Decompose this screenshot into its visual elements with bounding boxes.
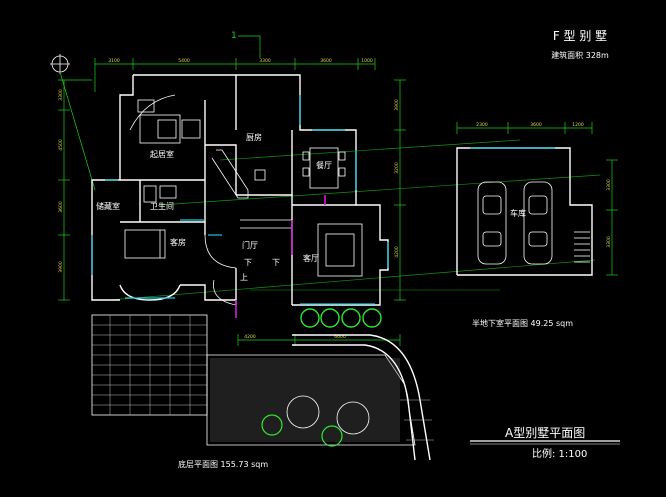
stair-label-up: 上 [240, 273, 248, 282]
room-label-garage: 车库 [510, 208, 526, 218]
ground-floor-walls [91, 74, 389, 306]
living-room-sofa [317, 223, 363, 277]
kitchen-counter [211, 149, 266, 199]
area-note: 建筑面积 328m [551, 50, 609, 60]
tree-icon-row [300, 308, 382, 328]
dim-top-3: 3300 [259, 58, 271, 64]
dimension-garage: 2300 3600 1200 3300 3300 [456, 122, 618, 276]
dim-bottom-2: 6600 [334, 334, 346, 340]
wall-accents [235, 195, 326, 318]
dim-top-2: 5400 [178, 58, 190, 64]
grid-marker: 1 [231, 31, 261, 58]
dim-right-2: 3200 [394, 162, 400, 174]
living-room-furniture [137, 99, 201, 144]
dimension-bottom: 4200 6600 [237, 334, 401, 346]
terrace-hatching [91, 314, 208, 416]
stair-label-down-2: 下 [272, 258, 280, 267]
tree-icon-garden [261, 395, 370, 447]
room-label-storage: 储藏室 [96, 201, 120, 211]
dim-left-4: 3900 [58, 261, 64, 273]
room-label-bathroom: 卫生间 [150, 201, 174, 211]
basement-garage [456, 147, 593, 276]
room-label-guest-bedroom: 客房 [170, 237, 186, 247]
room-label-kitchen: 厨房 [246, 132, 262, 142]
room-label-living: 起居室 [150, 149, 174, 159]
dim-left-1: 3300 [58, 89, 64, 101]
driveway [292, 334, 434, 461]
room-label-dining: 餐厅 [316, 161, 332, 170]
car-icon [523, 181, 553, 265]
car-icon [477, 181, 507, 265]
dim-top-5: 1000 [361, 58, 373, 64]
ground-floor-caption: 底层平面图 155.73 sqm [178, 459, 268, 469]
windows [91, 95, 389, 305]
garage-stair [574, 231, 590, 263]
dim-right-3: 4200 [394, 246, 400, 258]
basement-caption: 半地下室平面图 49.25 sqm [472, 318, 573, 328]
dim-garage-top-1: 2300 [476, 122, 488, 128]
plan-title: A型别墅平面图 [505, 426, 585, 440]
scale-note: 比例: 1:100 [532, 447, 587, 460]
dim-right-1: 3900 [394, 99, 400, 111]
grid-marker-label: 1 [231, 31, 237, 41]
dim-top-4: 3600 [320, 58, 332, 64]
plan-title-block: A型别墅平面图 比例: 1:100 [470, 426, 620, 460]
dim-left-2: 4500 [58, 139, 64, 151]
dimension-right: 3900 3200 4200 [394, 79, 406, 301]
bathroom-fixtures [143, 185, 177, 203]
dimension-top: 3100 5400 3300 3600 1000 [94, 58, 376, 92]
north-arrow-icon [50, 54, 70, 74]
room-label-living-room: 客厅 [303, 253, 319, 263]
dim-garage-top-2: 3600 [530, 122, 542, 128]
dining-table [302, 147, 346, 189]
dim-bottom-1: 4200 [244, 334, 256, 340]
drawing-title: F 型 别 墅 [553, 29, 607, 43]
dimension-left: 3300 4500 3600 3900 [58, 79, 92, 301]
dim-left-3: 3600 [58, 201, 64, 213]
dim-top-1: 3100 [108, 58, 120, 64]
lawn-area [206, 354, 416, 446]
room-labels: 起居室 厨房 餐厅 储藏室 卫生间 客房 门厅 客厅 车库 下 下 上 [96, 132, 526, 282]
dim-garage-top-3: 1200 [572, 122, 584, 128]
stair-label-down-1: 下 [244, 258, 252, 267]
dim-garage-right-2: 3300 [606, 236, 612, 248]
guest-bed [124, 229, 166, 259]
room-label-entrance: 门厅 [242, 240, 258, 250]
dim-garage-right-1: 3300 [606, 179, 612, 191]
